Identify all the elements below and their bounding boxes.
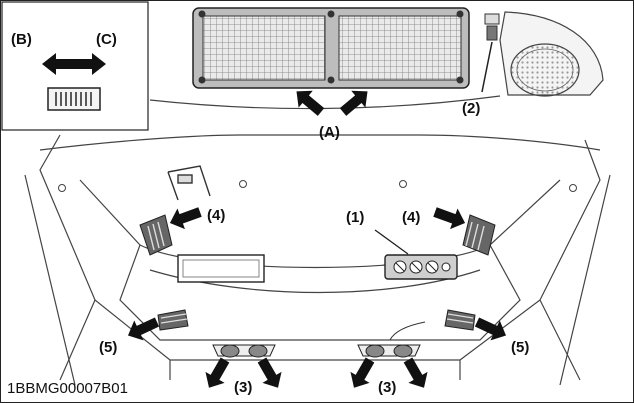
arrow-icon bbox=[403, 357, 428, 388]
speaker bbox=[499, 11, 604, 97]
label-2: (2) bbox=[462, 100, 480, 117]
arrow-icon bbox=[433, 207, 466, 230]
label-5-right: (5) bbox=[511, 339, 529, 356]
airflow-arrows bbox=[127, 90, 507, 388]
inset-label-b: (B) bbox=[11, 31, 32, 48]
lower-vent-left bbox=[157, 309, 189, 331]
arrow-icon bbox=[339, 90, 368, 116]
label-4-left: (4) bbox=[207, 207, 225, 224]
inset-label-c: (C) bbox=[96, 31, 117, 48]
arrow-icon bbox=[169, 207, 202, 230]
top-vent-grille bbox=[192, 7, 470, 89]
label-3-right: (3) bbox=[378, 379, 396, 396]
figure-code: 1BBMG00007B01 bbox=[7, 380, 128, 397]
label-4-right: (4) bbox=[402, 209, 420, 226]
ceiling-outline bbox=[24, 95, 611, 386]
foot-vent-left bbox=[212, 344, 276, 358]
grab-handle bbox=[167, 165, 211, 201]
arrow-icon bbox=[296, 90, 325, 116]
inset-box: (B) (C) bbox=[1, 1, 149, 131]
left-display-panel bbox=[177, 254, 265, 283]
side-vent-left bbox=[139, 214, 173, 256]
foot-vent-right bbox=[357, 344, 421, 358]
arrow-icon bbox=[127, 317, 160, 341]
arrow-icon bbox=[205, 357, 230, 388]
arrow-icon bbox=[474, 317, 507, 341]
label-a: (A) bbox=[319, 124, 340, 141]
lower-vent-right bbox=[444, 309, 476, 331]
label-1: (1) bbox=[346, 209, 364, 226]
dome-light-switch bbox=[481, 13, 500, 93]
label-3-left: (3) bbox=[234, 379, 252, 396]
control-panel bbox=[374, 229, 458, 280]
label-5-left: (5) bbox=[99, 339, 117, 356]
side-vent-right bbox=[462, 214, 496, 256]
arrow-icon bbox=[257, 357, 282, 388]
double-arrow-icon bbox=[42, 53, 106, 75]
wire bbox=[389, 321, 426, 341]
mount-screws bbox=[58, 180, 577, 192]
arrow-icon bbox=[350, 357, 375, 388]
